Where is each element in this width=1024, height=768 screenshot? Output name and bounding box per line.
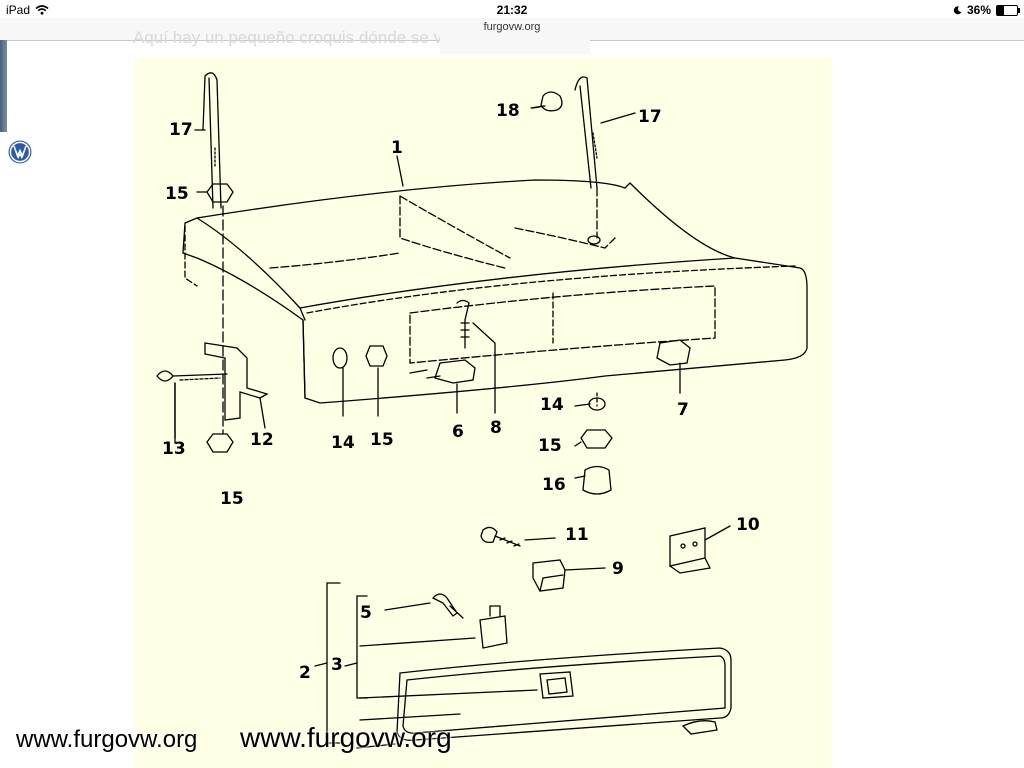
callout-17-left: 17 xyxy=(169,120,193,140)
callout-9: 9 xyxy=(612,559,624,579)
callout-5: 5 xyxy=(360,603,372,623)
address-bar[interactable]: Aquí hay un pequeño croquis dónde se ve … xyxy=(0,18,1024,54)
sidebar-image-strip xyxy=(0,40,7,132)
callout-13: 13 xyxy=(162,439,186,459)
device-name: iPad xyxy=(6,3,31,17)
parts-exploded-diagram xyxy=(156,72,808,749)
callout-1: 1 xyxy=(391,138,403,158)
callout-15-center: 15 xyxy=(370,430,394,450)
battery-fill xyxy=(997,5,1005,15)
callout-18: 18 xyxy=(496,101,520,121)
watermark-large: www.furgovw.org xyxy=(240,722,452,753)
callout-2: 2 xyxy=(299,663,311,683)
status-time: 21:32 xyxy=(496,3,528,17)
battery-percent: 36% xyxy=(966,3,991,17)
volkswagen-logo-icon[interactable] xyxy=(8,140,32,164)
callout-15-bottom-left: 15 xyxy=(220,489,244,509)
url-overlay-mask xyxy=(440,24,590,54)
status-bar-left: iPad xyxy=(6,3,49,17)
status-bar: iPad 21:32 36% xyxy=(0,0,1024,20)
callout-7: 7 xyxy=(677,400,689,420)
callout-12: 12 xyxy=(250,430,274,450)
callout-15-right: 15 xyxy=(538,436,562,456)
callout-3: 3 xyxy=(331,655,343,675)
callout-17-right: 17 xyxy=(638,107,662,127)
callout-15-top-left: 15 xyxy=(165,184,189,204)
callout-11: 11 xyxy=(565,525,589,545)
wifi-icon xyxy=(35,5,49,15)
parts-diagram-panel: 17 15 1 18 17 13 12 14 15 6 8 7 14 15 16… xyxy=(135,58,832,768)
callout-8: 8 xyxy=(490,418,502,438)
battery-icon xyxy=(996,4,1020,16)
status-bar-right: 36% xyxy=(953,3,1020,17)
callout-16: 16 xyxy=(542,475,566,495)
callout-10: 10 xyxy=(736,515,760,535)
callout-6: 6 xyxy=(452,422,464,442)
callout-14-center: 14 xyxy=(331,433,355,453)
watermark-small: www.furgovw.org xyxy=(16,726,198,753)
moon-icon xyxy=(953,5,962,14)
url-text[interactable]: furgovw.org xyxy=(483,21,541,33)
callout-14-right: 14 xyxy=(540,395,564,415)
